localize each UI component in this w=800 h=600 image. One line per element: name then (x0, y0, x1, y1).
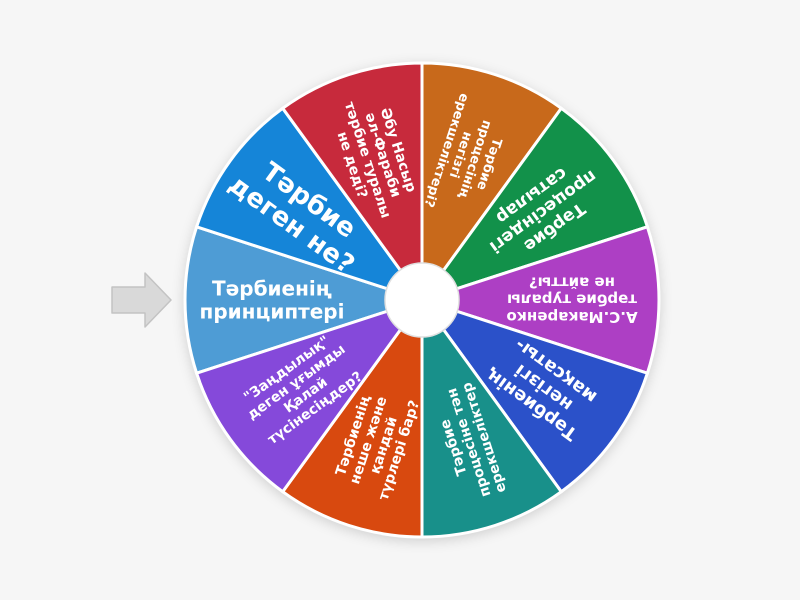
wheel-segment-5[interactable] (418, 106, 650, 303)
wheel-segment-10[interactable] (194, 297, 426, 494)
wheel-segment-label-6: А.С.Макаренкотәрбие туралыне айтты? (506, 274, 637, 327)
wheel-segment-2[interactable] (194, 106, 426, 303)
wheel-segment-6[interactable] (417, 224, 661, 376)
wheel-segment-1[interactable] (183, 224, 427, 376)
wheel-hub (384, 262, 460, 338)
wheel-pointer-icon (111, 272, 172, 328)
wheel-segment-9[interactable] (280, 295, 424, 539)
wheel-segment-4[interactable] (420, 61, 564, 305)
wheel-segment-7[interactable] (418, 297, 650, 494)
wheel-segment-3[interactable] (280, 61, 424, 305)
wheel-segments (183, 61, 661, 539)
wheel-segment-8[interactable] (420, 295, 564, 539)
